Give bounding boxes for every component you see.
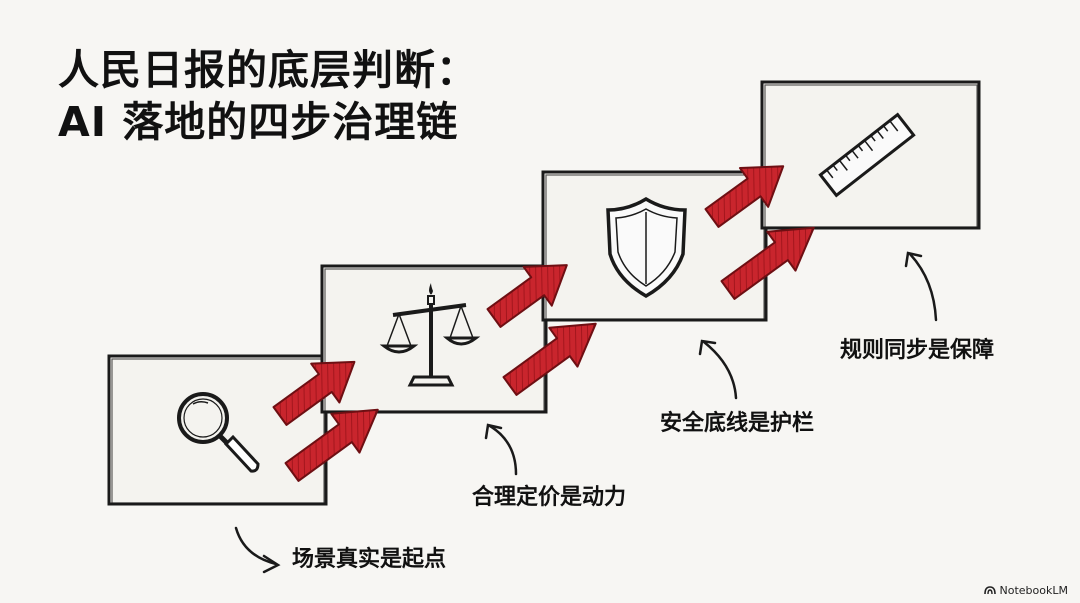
watermark-text: NotebookLM — [999, 584, 1068, 597]
arrow-1-lower — [284, 408, 379, 482]
arrow-2-lower — [502, 322, 597, 396]
ruler-icon — [818, 112, 916, 198]
step-box-1 — [107, 354, 328, 506]
pointer-arrow-2 — [484, 423, 518, 476]
step-box-2 — [320, 264, 548, 414]
step-label-3: 安全底线是护栏 — [660, 411, 815, 436]
step-label-1: 场景真实是起点 — [292, 547, 447, 572]
pointer-arrow-3 — [698, 339, 738, 400]
notebooklm-watermark: NotebookLM — [983, 584, 1068, 597]
arrow-3-upper — [704, 165, 785, 228]
shield-icon — [606, 196, 687, 299]
arrow-1-upper — [272, 360, 356, 426]
pointer-arrow-1 — [234, 526, 281, 574]
arrow-3-lower — [720, 226, 815, 300]
page-title: 人民日报的底层判断： AI 落地的四步治理链 — [58, 44, 478, 148]
step-label-2: 合理定价是动力 — [472, 485, 627, 510]
title-line-1: 人民日报的底层判断： — [58, 46, 478, 94]
notebooklm-logo-icon — [983, 586, 996, 595]
magnifier-icon — [177, 392, 260, 473]
arrow-2-upper — [486, 264, 568, 328]
title-line-2: AI 落地的四步治理链 — [58, 98, 459, 146]
scales-icon — [379, 283, 481, 387]
pointer-arrow-4 — [904, 251, 938, 322]
step-label-4: 规则同步是保障 — [840, 338, 995, 363]
